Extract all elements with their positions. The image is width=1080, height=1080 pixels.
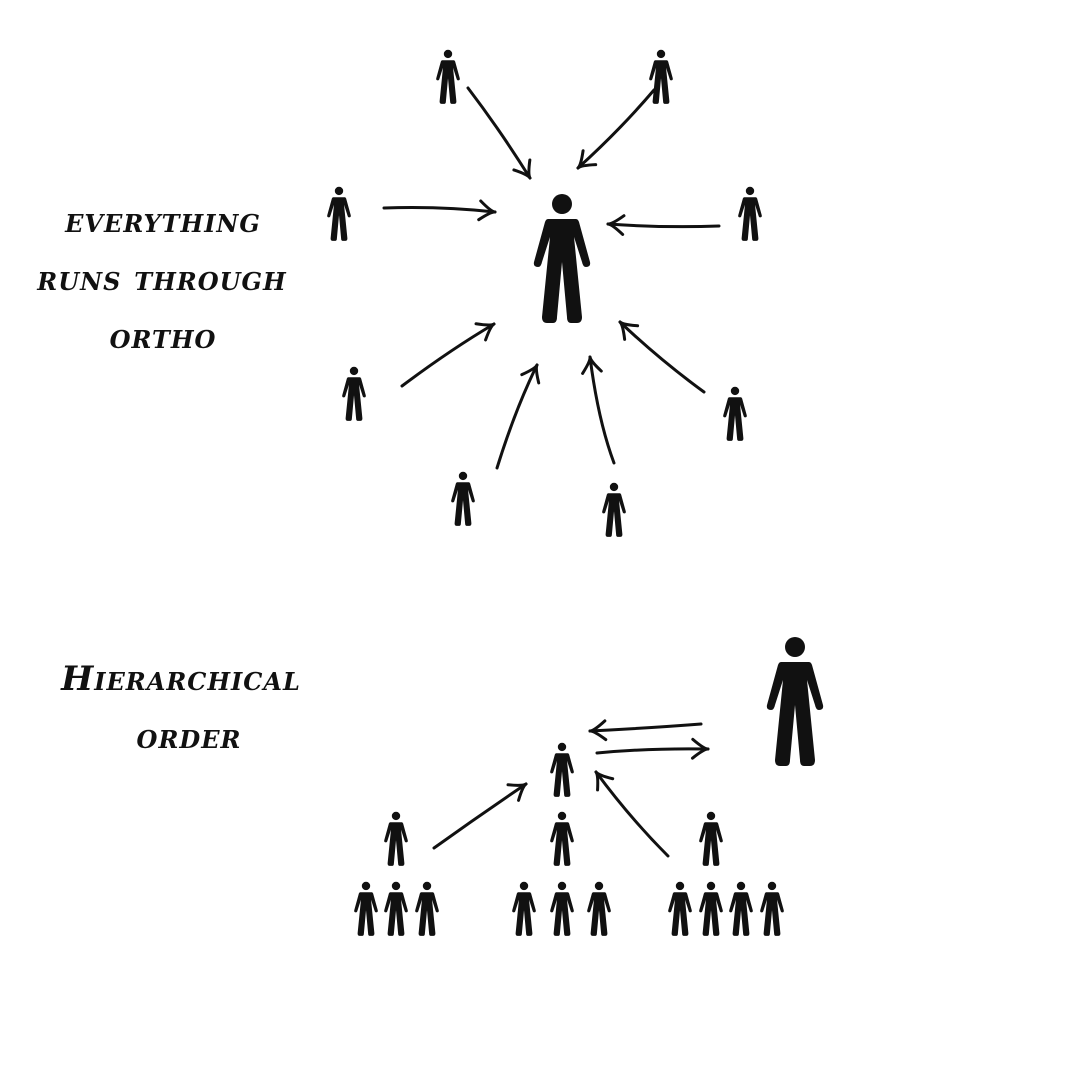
hierarchy-base-person-8	[699, 881, 723, 936]
arrow-from-lower-right	[618, 320, 706, 394]
bottom-caption-line-1: Hierarchical	[60, 659, 301, 699]
hierarchy-base-person-5	[550, 881, 574, 936]
person-top-right	[649, 49, 673, 104]
arrow-hierarchy-to-large	[595, 737, 710, 760]
hierarchy-base-person-1	[354, 881, 378, 936]
large-person-bottom	[766, 637, 824, 766]
arrow-from-top-left	[466, 86, 532, 180]
arrow-to-hierarchy-top-right	[594, 770, 670, 858]
person-mid-right	[738, 186, 762, 241]
arrow-from-mid-left	[382, 199, 497, 222]
people-layer	[327, 49, 824, 936]
bottom-caption-line-2: order	[137, 717, 242, 757]
hierarchy-base-person-6	[587, 881, 611, 936]
top-caption-line-3: ortho	[110, 317, 217, 357]
person-lower-right	[723, 386, 747, 441]
top-caption: everything runs through ortho	[36, 201, 287, 357]
hierarchy-top-person	[550, 742, 574, 797]
arrow-large-to-hierarchy	[588, 719, 703, 742]
hierarchy-base-person-10	[760, 881, 784, 936]
arrow-from-lower-left	[400, 322, 496, 388]
central-large-person	[533, 194, 591, 323]
hierarchy-base-person-3	[415, 881, 439, 936]
person-mid-left	[327, 186, 351, 241]
hierarchy-base-person-9	[729, 881, 753, 936]
hierarchy-base-person-7	[668, 881, 692, 936]
hierarchy-base-person-2	[384, 881, 408, 936]
arrows-layer	[382, 86, 721, 858]
person-bottom-right	[602, 482, 626, 537]
person-bottom-left	[451, 471, 475, 526]
hierarchy-base-person-4	[512, 881, 536, 936]
arrow-from-bottom-right	[581, 355, 616, 465]
top-caption-line-1: everything	[64, 201, 261, 241]
person-top-left	[436, 49, 460, 104]
hierarchy-middle-person-left	[384, 811, 408, 866]
arrow-from-bottom-left	[495, 363, 541, 470]
hierarchy-middle-person-right	[699, 811, 723, 866]
person-lower-left	[342, 366, 366, 421]
hierarchy-middle-person-center	[550, 811, 574, 866]
bottom-caption: Hierarchical order	[60, 659, 301, 757]
arrow-from-mid-right	[606, 214, 721, 236]
arrow-from-top-right	[576, 88, 656, 170]
arrow-to-hierarchy-top	[432, 782, 528, 850]
top-caption-line-2: runs through	[36, 259, 287, 299]
